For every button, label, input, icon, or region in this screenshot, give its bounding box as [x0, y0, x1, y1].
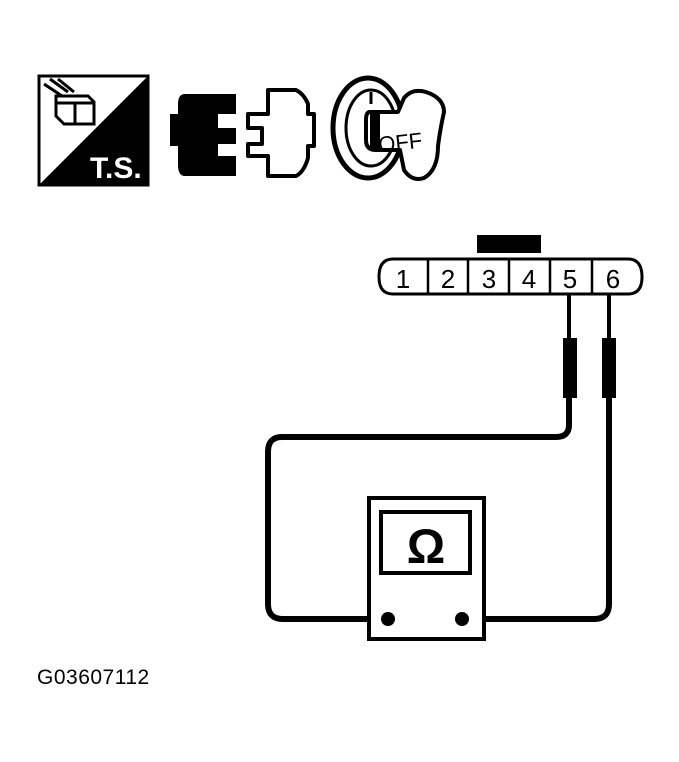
test-probe-left	[563, 294, 577, 398]
ohmmeter: Ω	[367, 496, 486, 641]
test-probe-right	[602, 294, 616, 398]
test-lead-left	[265, 398, 572, 622]
ts-label: T.S.	[90, 152, 142, 185]
ignition-key-off-icon: OFF	[330, 75, 446, 181]
disconnected-connector-icon	[170, 88, 316, 178]
terminal-2: 2	[441, 264, 455, 294]
trouble-symptom-icon: T.S.	[37, 74, 150, 187]
terminal-4: 4	[522, 264, 536, 294]
terminal-6: 6	[606, 264, 620, 294]
relay-box-icon	[43, 77, 96, 126]
terminal-1: 1	[396, 264, 410, 294]
off-label: OFF	[377, 128, 423, 157]
meter-terminal-negative	[381, 612, 395, 626]
terminal-5: 5	[563, 264, 577, 294]
connector-lock-tab	[477, 235, 541, 253]
terminal-3: 3	[482, 264, 496, 294]
meter-terminal-positive	[455, 612, 469, 626]
harness-connector: 1 2 3 4 5 6	[377, 235, 644, 296]
ohm-symbol-icon: Ω	[407, 521, 445, 574]
test-lead-right	[462, 398, 612, 622]
figure-id: G03607112	[37, 666, 150, 689]
